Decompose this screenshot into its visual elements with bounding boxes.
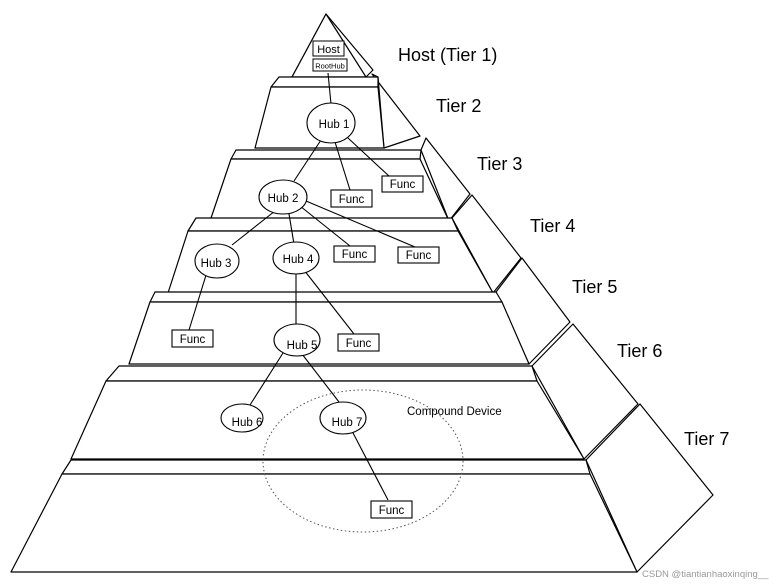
func-box-4: [397, 246, 440, 264]
hub-3-node: [194, 243, 240, 279]
compound-device-label: Compound Device: [407, 406, 502, 418]
tier-label-6: Tier 6: [617, 341, 662, 361]
hub-4-label: Hub 4: [283, 254, 314, 266]
compound-device-outline: [262, 389, 464, 533]
hub-2-label: Hub 2: [268, 193, 299, 205]
hub-3-label: Hub 3: [201, 258, 232, 270]
watermark-text: CSDN @tiantianhaoxinqing__: [642, 569, 769, 580]
func-box-1: [330, 189, 373, 208]
hub-7-label: Hub 7: [332, 417, 363, 429]
func-box-2: [381, 175, 424, 193]
tier-7-slab: [10, 403, 714, 573]
func-box-5: [171, 329, 214, 348]
func-label-2: Func: [390, 179, 416, 191]
hub-1-node: [306, 102, 356, 144]
tier-label-4: Tier 4: [530, 216, 575, 236]
func-label-5: Func: [180, 334, 206, 346]
hub-4-node: [272, 241, 320, 275]
hub-5-node: [273, 323, 321, 357]
hub-6-node: [220, 403, 264, 433]
func-box-3: [333, 245, 376, 263]
hub-5-label: Hub 5: [287, 340, 318, 352]
func-label-7: Func: [379, 505, 405, 517]
root-hub-label: RootHub: [315, 62, 345, 71]
tier-5-slab: [128, 257, 571, 365]
func-label-6: Func: [346, 338, 372, 350]
hub-6-label: Hub 6: [232, 417, 263, 429]
func-box-7: [370, 500, 413, 519]
tier-label-1: Host (Tier 1): [398, 45, 497, 65]
hub-1-label: Hub 1: [319, 119, 350, 131]
root-hub-box: [312, 58, 348, 72]
connection-lines: [188, 72, 416, 501]
func-label-3: Func: [342, 249, 368, 261]
tier-label-7: Tier 7: [684, 429, 729, 449]
hub-2-node: [258, 179, 308, 215]
tier-label-2: Tier 2: [436, 96, 481, 116]
tier-3-slab: [209, 137, 471, 222]
func-box-6: [337, 333, 380, 352]
func-label-4: Func: [406, 250, 432, 262]
host-node: Host RootHub: [312, 40, 348, 72]
host-label: Host: [317, 44, 340, 56]
tier-label-5: Tier 5: [572, 277, 617, 297]
func-label-1: Func: [339, 194, 365, 206]
tier-label-3: Tier 3: [477, 154, 522, 174]
hub-7-node: [319, 401, 367, 435]
